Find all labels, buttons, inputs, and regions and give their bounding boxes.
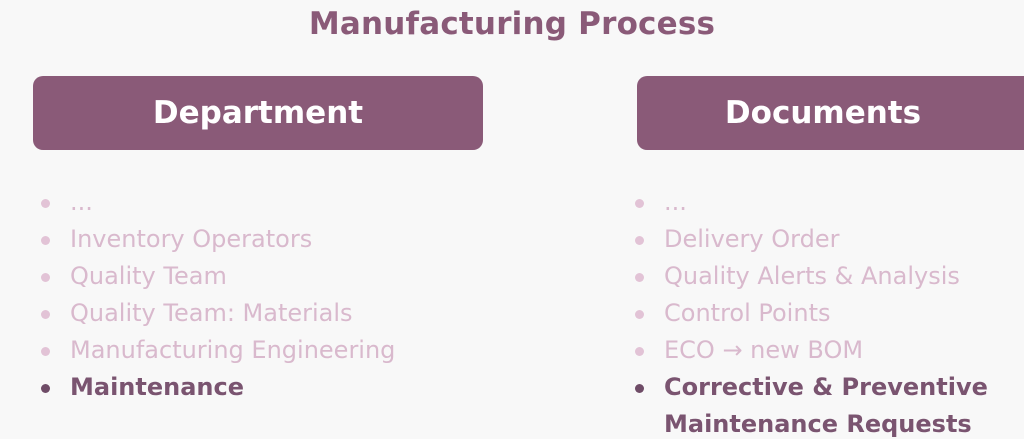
documents-item: ECO → new BOM <box>632 332 1024 369</box>
documents-item-label: Control Points <box>664 299 831 327</box>
documents-item: ... <box>632 184 1024 221</box>
department-item-label: Quality Team: Materials <box>70 299 353 327</box>
bullet-icon <box>635 384 644 393</box>
documents-item: Control Points <box>632 295 1024 332</box>
documents-list: ... Delivery Order Quality Alerts & Anal… <box>632 184 1024 439</box>
department-item: Quality Team: Materials <box>38 295 488 332</box>
documents-item-label: Delivery Order <box>664 225 840 253</box>
department-item: Quality Team <box>38 258 488 295</box>
documents-item-label: ECO → new BOM <box>664 336 864 364</box>
bullet-icon <box>41 310 50 319</box>
department-item-label: Quality Team <box>70 262 227 290</box>
department-item-label: Inventory Operators <box>70 225 313 253</box>
bullet-icon <box>41 384 50 393</box>
bullet-icon <box>41 236 50 245</box>
department-item: Inventory Operators <box>38 221 488 258</box>
bullet-icon <box>635 310 644 319</box>
documents-item-label: ... <box>664 188 687 216</box>
bullet-icon <box>635 236 644 245</box>
documents-item-label: Corrective & Preventive Maintenance Requ… <box>664 373 988 438</box>
department-item: ... <box>38 184 488 221</box>
department-header-label: Department <box>152 95 364 131</box>
department-item-label: ... <box>70 188 93 216</box>
documents-item: Quality Alerts & Analysis <box>632 258 1024 295</box>
department-item-active: Maintenance <box>38 369 488 406</box>
department-item-label: Maintenance <box>70 373 245 401</box>
bullet-icon <box>635 273 644 282</box>
documents-item-label: Quality Alerts & Analysis <box>664 262 960 290</box>
bullet-icon <box>41 347 50 356</box>
department-item-label: Manufacturing Engineering <box>70 336 396 364</box>
bullet-icon <box>635 199 644 208</box>
department-header: Department <box>33 76 483 150</box>
documents-header: Documents <box>637 76 1024 150</box>
department-list: ... Inventory Operators Quality Team Qua… <box>38 184 488 406</box>
slide-title: Manufacturing Process <box>308 6 716 42</box>
documents-item: Delivery Order <box>632 221 1024 258</box>
documents-item-active: Corrective & Preventive Maintenance Requ… <box>632 369 1024 439</box>
bullet-icon <box>41 199 50 208</box>
bullet-icon <box>41 273 50 282</box>
documents-header-label: Documents <box>724 95 922 131</box>
bullet-icon <box>635 347 644 356</box>
department-item: Manufacturing Engineering <box>38 332 488 369</box>
